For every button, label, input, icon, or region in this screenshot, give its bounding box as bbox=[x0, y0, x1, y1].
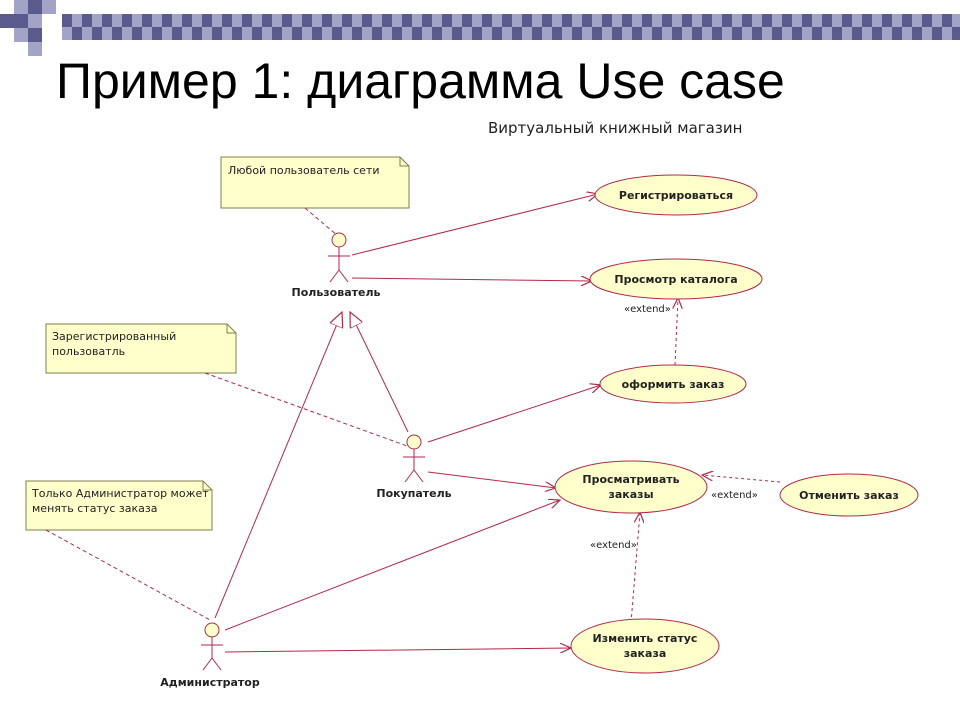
use-case-cancel: Отменить заказ bbox=[779, 473, 919, 517]
extend-label-order: «extend» bbox=[624, 304, 671, 315]
note-registered-user: Зарегистрированный пользоватль bbox=[45, 323, 237, 374]
use-case-register-label: Регистрироваться bbox=[619, 189, 733, 202]
corner-decoration bbox=[0, 0, 56, 56]
use-case-change-status-line1: Изменить статус bbox=[593, 632, 698, 645]
actor-user bbox=[328, 232, 350, 283]
use-case-change-status-line2: заказа bbox=[624, 647, 667, 660]
use-case-view-orders-line1: Просматривать bbox=[582, 473, 679, 486]
use-case-view-orders: Просматривать заказы bbox=[554, 460, 708, 514]
generalizations bbox=[214, 312, 409, 619]
use-case-order-label: оформить заказ bbox=[622, 378, 725, 391]
diagram-title: Виртуальный книжный магазин bbox=[488, 119, 742, 137]
note-registered-user-line2: пользоватль bbox=[52, 345, 125, 358]
use-case-cancel-label: Отменить заказ bbox=[799, 489, 899, 502]
actor-user-label: Пользователь bbox=[292, 286, 381, 299]
note-anchors bbox=[45, 207, 411, 621]
use-case-change-status: Изменить статус заказа bbox=[570, 618, 720, 674]
extend-label-status: «extend» bbox=[590, 540, 637, 551]
slide-title: Пример 1: диаграмма Use case bbox=[56, 53, 785, 109]
note-registered-user-line1: Зарегистрированный bbox=[52, 330, 176, 343]
header-decoration-bar bbox=[62, 14, 960, 40]
actor-buyer bbox=[403, 434, 425, 483]
use-case-order: оформить заказ bbox=[599, 364, 747, 404]
note-admin-only-line1: Только Администратор может bbox=[31, 487, 209, 500]
actor-admin bbox=[201, 622, 223, 671]
use-case-register: Регистрироваться bbox=[594, 174, 758, 216]
use-case-view-orders-line2: заказы bbox=[608, 488, 653, 501]
actor-admin-label: Администратор bbox=[160, 676, 260, 689]
note-admin-only: Только Администратор может менять статус… bbox=[25, 480, 213, 531]
actor-buyer-label: Покупатель bbox=[376, 487, 451, 500]
use-case-browse: Просмотр каталога bbox=[589, 258, 763, 300]
use-case-browse-label: Просмотр каталога bbox=[614, 273, 737, 286]
extend-label-cancel: «extend» bbox=[711, 490, 758, 501]
associations bbox=[224, 194, 601, 652]
note-any-user: Любой пользователь сети bbox=[220, 156, 410, 209]
note-any-user-text: Любой пользователь сети bbox=[228, 164, 380, 177]
extend-relations bbox=[630, 298, 781, 624]
note-admin-only-line2: менять статус заказа bbox=[32, 502, 158, 515]
